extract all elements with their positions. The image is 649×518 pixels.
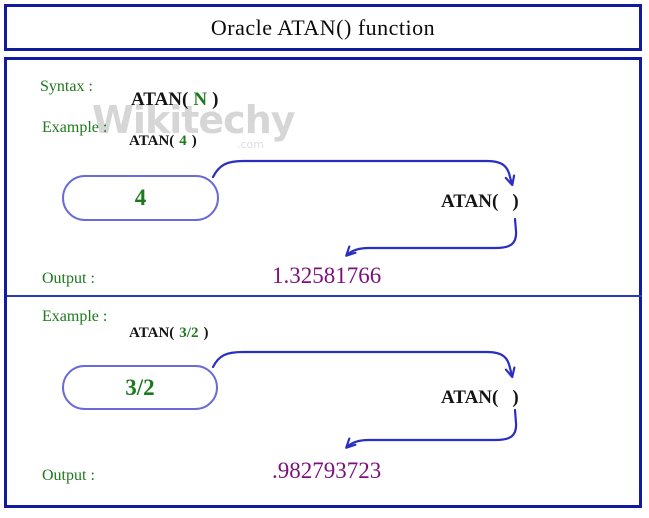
example-1-call-suffix: ) — [191, 133, 197, 149]
example-1-output-value: 1.32581766 — [272, 263, 382, 288]
syntax-code-suffix: ) — [212, 89, 219, 110]
example-1-arg: 4 — [179, 133, 187, 149]
example-1-input-pill: 4 — [62, 175, 219, 221]
example-1-fn-suffix: ) — [512, 191, 519, 212]
example-2-input-value: 3/2 — [125, 374, 155, 400]
example-2-output-value: .982793723 — [272, 458, 382, 483]
example-divider — [7, 295, 642, 297]
example-1-output-label: Output : — [42, 270, 95, 287]
content-frame — [4, 57, 642, 508]
example-1-input-value: 4 — [134, 185, 147, 210]
example-2-fn-prefix: ATAN( — [441, 387, 499, 408]
example-2-call: ATAN(3/2) — [129, 325, 208, 342]
syntax-code-prefix: ATAN( — [131, 89, 189, 110]
syntax-label: Syntax : — [40, 78, 93, 95]
example-2-output-label: Output : — [42, 467, 95, 484]
example-2-input-pill: 3/2 — [62, 365, 218, 410]
example-2-label: Example : — [42, 308, 108, 325]
example-2-fn-suffix: ) — [512, 387, 519, 408]
syntax-code: ATAN(N) — [131, 89, 218, 111]
example-2-function-label: ATAN() — [441, 387, 519, 409]
syntax-param: N — [193, 89, 208, 110]
page-title: Oracle ATAN() function — [210, 14, 436, 40]
example-1-call: ATAN(4) — [129, 133, 197, 150]
example-1-call-prefix: ATAN( — [129, 133, 175, 149]
example-1-label: Example : — [42, 119, 108, 136]
example-1-function-label: ATAN() — [441, 191, 519, 213]
example-2-call-prefix: ATAN( — [129, 325, 175, 341]
title-box: Oracle ATAN() function — [4, 4, 642, 51]
example-1-fn-prefix: ATAN( — [441, 191, 499, 212]
example-2-arg: 3/2 — [179, 325, 199, 341]
example-2-call-suffix: ) — [203, 325, 209, 341]
